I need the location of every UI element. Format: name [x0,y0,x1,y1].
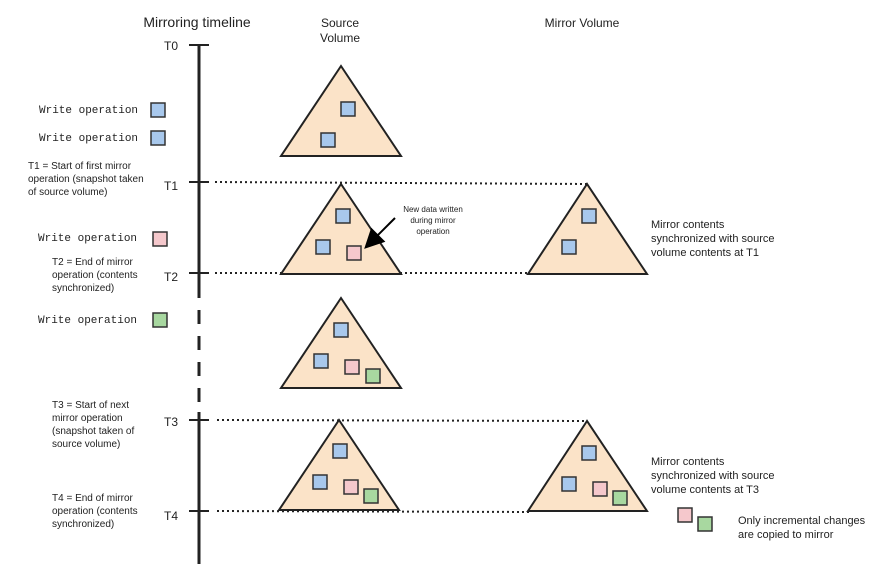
tick-label-t0: T0 [164,39,178,53]
sync2-line2: synchronized with source [651,470,775,482]
t4-desc-line3: synchronized) [52,519,114,530]
block-pink [592,481,608,497]
sync-line-t4 [216,510,531,513]
sync2-line1: Mirror contents [651,456,725,468]
t1-desc-line1: T1 = Start of first mirror [28,161,132,172]
block-blue [313,353,329,369]
block-green [365,368,381,384]
sync1-line2: synchronized with source [651,233,775,245]
block-blue [315,239,331,255]
tick-label-t2: T2 [164,270,178,284]
block-green [612,490,628,506]
block-blue [333,322,349,338]
write-operation-1: Write operation [39,105,138,117]
block-pink [344,359,360,375]
sync1-line1: Mirror contents [651,219,725,231]
block-blue [581,445,597,461]
write-operation-3: Write operation [38,233,137,245]
write-block-pink [152,231,168,247]
source-header-line1: Source [321,16,359,30]
new-data-arrow [364,217,396,249]
write-block-blue-1 [150,102,166,118]
t2-desc-line3: synchronized) [52,283,114,294]
mirror-volume-t4 [526,419,649,512]
block-blue [332,443,348,459]
block-pink [346,245,362,261]
write-operation-2: Write operation [39,133,138,145]
new-data-line3: operation [416,227,449,236]
block-green [363,488,379,504]
incremental-line2: are copied to mirror [738,529,834,541]
block-blue [561,476,577,492]
block-blue [335,208,351,224]
block-blue [312,474,328,490]
write-block-blue-2 [150,130,166,146]
t3-desc-line4: source volume) [52,439,120,450]
block-blue [320,132,336,148]
t2-desc-line1: T2 = End of mirror [52,257,134,268]
sync2-line3: volume contents at T3 [651,484,759,496]
t4-desc-line1: T4 = End of mirror [52,493,134,504]
sync-line-t3 [216,419,588,422]
t1-desc-line3: of source volume) [28,187,107,198]
sync1-line3: volume contents at T1 [651,247,759,259]
new-data-line2: during mirror [410,216,456,225]
t4-desc-line2: operation (contents [52,506,138,517]
source-header-line2: Volume [320,31,360,45]
tick-label-t4: T4 [164,509,178,523]
block-blue [340,101,356,117]
incremental-block-green [697,516,713,532]
t3-desc-line1: T3 = Start of next [52,400,129,411]
t2-desc-line2: operation (contents [52,270,138,281]
source-volume-t3 [277,418,401,511]
mirror-header: Mirror Volume [545,16,620,30]
t3-desc-line3: (snapshot taken of [52,426,134,437]
block-blue [581,208,597,224]
tick-label-t1: T1 [164,179,178,193]
tick-label-t3: T3 [164,415,178,429]
block-blue [561,239,577,255]
new-data-line1: New data written [403,205,463,214]
mirror-volume-t2 [526,182,649,275]
incremental-block-pink [677,507,693,523]
write-block-green [152,312,168,328]
t1-desc-line2: operation (snapshot taken [28,174,144,185]
write-operation-4: Write operation [38,315,137,327]
t3-desc-line2: mirror operation [52,413,123,424]
sync-line-t1 [214,181,589,185]
timeline-header: Mirroring timeline [143,14,251,30]
incremental-line1: Only incremental changes [738,515,866,527]
source-volume-after-write [279,296,403,389]
block-pink [343,479,359,495]
